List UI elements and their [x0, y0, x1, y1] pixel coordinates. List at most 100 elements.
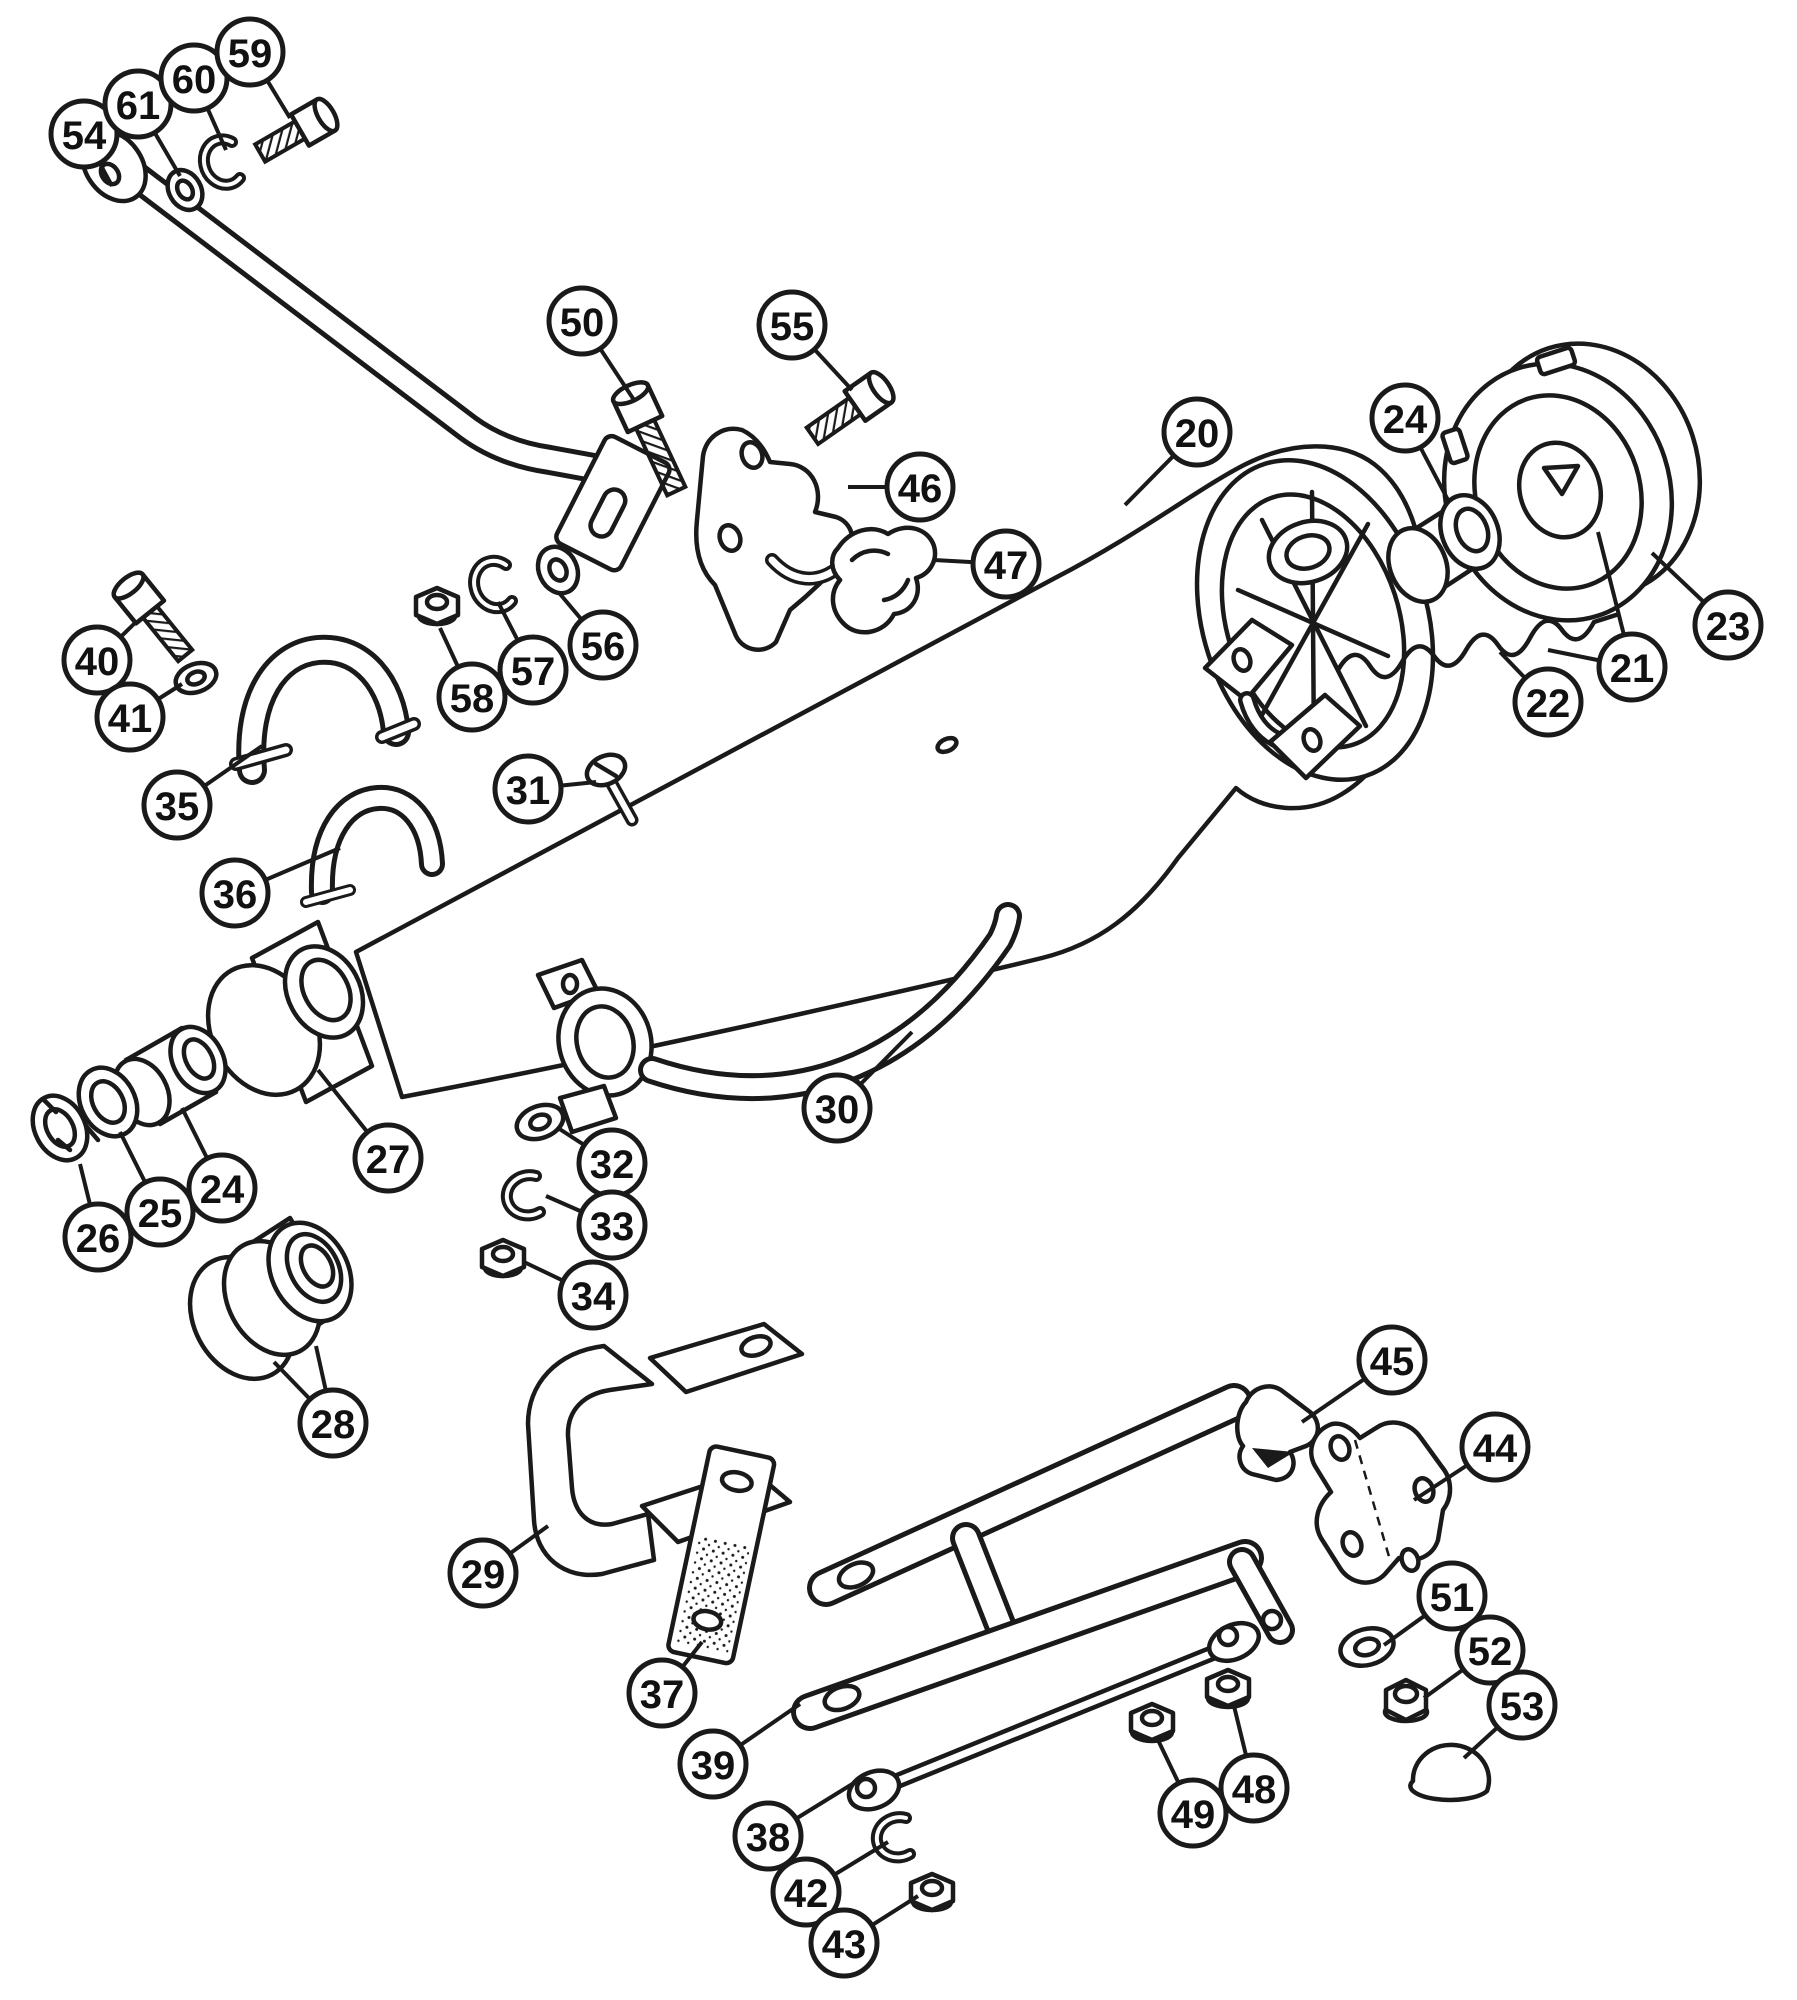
rubber-packing-37	[666, 1444, 777, 1666]
callout-number-59: 59	[228, 32, 273, 76]
callout-56: 56	[567, 609, 639, 681]
callout-number-36: 36	[213, 873, 258, 917]
callout-number-56: 56	[581, 625, 626, 669]
hex-bolt-40	[111, 570, 196, 664]
callout-number-49: 49	[1171, 1793, 1216, 1837]
hex-nut-43	[908, 1871, 956, 1913]
slotted-screw-31	[584, 752, 639, 827]
callout-44: 44	[1459, 1411, 1531, 1483]
callout-33: 33	[576, 1189, 648, 1261]
clamp-plate-45	[1235, 1384, 1320, 1483]
callout-number-24: 24	[1383, 398, 1428, 442]
callout-number-61: 61	[116, 84, 161, 128]
callout-number-53: 53	[1500, 1685, 1545, 1729]
spring-clip-60	[197, 133, 246, 191]
callout-number-43: 43	[822, 1923, 867, 1967]
stay-rod-38	[846, 1620, 1261, 1812]
column-outer-tube	[353, 444, 1427, 1100]
hex-nut-49	[1128, 1701, 1176, 1744]
drop-arm-lever	[80, 128, 672, 573]
body-bracket-44	[1309, 1420, 1453, 1585]
callout-number-38: 38	[746, 1816, 791, 1860]
callout-42: 42	[770, 1856, 842, 1928]
callout-number-41: 41	[108, 697, 153, 741]
callout-number-24: 24	[200, 1168, 245, 1212]
callout-39: 39	[677, 1728, 749, 1800]
callout-52: 52	[1454, 1614, 1526, 1686]
dome-cap-53	[1408, 1742, 1492, 1803]
flat-washer-41	[173, 660, 219, 696]
callout-number-47: 47	[984, 544, 1029, 588]
hex-nut-34	[479, 1237, 527, 1279]
callout-number-33: 33	[590, 1205, 635, 1249]
flat-washer-61	[165, 167, 205, 213]
callout-number-40: 40	[75, 640, 120, 684]
callout-number-54: 54	[62, 114, 107, 158]
callout-number-28: 28	[311, 1403, 356, 1447]
callout-61: 61	[102, 68, 174, 140]
callout-47: 47	[970, 528, 1042, 600]
callout-22: 22	[1512, 666, 1584, 738]
callout-24: 24	[1369, 382, 1441, 454]
callout-40: 40	[61, 624, 133, 696]
wavy-ring-26	[30, 1093, 90, 1163]
cover-plate	[1440, 341, 1703, 623]
callout-50: 50	[546, 285, 618, 357]
callout-number-52: 52	[1468, 1630, 1513, 1674]
callout-23: 23	[1692, 589, 1764, 661]
support-bracket-30	[535, 902, 1022, 1135]
callout-32: 32	[576, 1127, 648, 1199]
callout-34: 34	[557, 1259, 629, 1331]
tube-screw-hole	[935, 735, 959, 755]
callout-number-58: 58	[450, 677, 495, 721]
callout-number-27: 27	[366, 1138, 411, 1182]
callout-number-26: 26	[76, 1217, 121, 1261]
flat-washer-56	[535, 544, 581, 596]
callout-number-44: 44	[1473, 1427, 1518, 1471]
callout-number-57: 57	[511, 650, 556, 694]
flanged-nut-52	[1382, 1677, 1430, 1724]
callout-20: 20	[1161, 396, 1233, 468]
callout-29: 29	[447, 1537, 519, 1609]
callout-27: 27	[352, 1122, 424, 1194]
callout-25: 25	[124, 1176, 196, 1248]
callout-49: 49	[1157, 1777, 1229, 1849]
hex-bolt-55	[803, 369, 896, 447]
callout-53: 53	[1486, 1669, 1558, 1741]
callout-number-39: 39	[691, 1744, 736, 1788]
spring-clip-33	[500, 1169, 546, 1222]
callout-45: 45	[1356, 1324, 1428, 1396]
callout-57: 57	[497, 634, 569, 706]
stay-strap-upper	[807, 1383, 1253, 1607]
callout-number-34: 34	[571, 1275, 616, 1319]
callout-number-45: 45	[1370, 1340, 1415, 1384]
hex-nut-58	[413, 585, 461, 627]
callout-24: 24	[186, 1152, 258, 1224]
callout-51: 51	[1416, 1560, 1488, 1632]
callout-58: 58	[436, 661, 508, 733]
callout-31: 31	[492, 753, 564, 825]
callout-number-21: 21	[1610, 647, 1655, 691]
callout-36: 36	[199, 857, 271, 929]
callout-number-31: 31	[506, 769, 551, 813]
callout-number-20: 20	[1175, 412, 1220, 456]
callout-number-46: 46	[898, 467, 943, 511]
callout-30: 30	[801, 1072, 873, 1144]
callout-number-48: 48	[1232, 1768, 1277, 1812]
callout-number-60: 60	[172, 58, 217, 102]
callout-59: 59	[214, 16, 286, 88]
hex-bolt-50	[610, 380, 688, 498]
draught-grommet-28	[187, 1215, 354, 1382]
callout-43: 43	[808, 1907, 880, 1979]
callout-number-42: 42	[784, 1872, 829, 1916]
callout-number-32: 32	[590, 1143, 635, 1187]
callout-number-23: 23	[1706, 605, 1751, 649]
callout-number-25: 25	[138, 1192, 183, 1236]
column-clamp-35	[229, 634, 421, 785]
callout-number-22: 22	[1526, 682, 1571, 726]
callout-number-55: 55	[770, 305, 815, 349]
hex-bolt-59	[252, 96, 340, 165]
callout-number-50: 50	[560, 301, 605, 345]
